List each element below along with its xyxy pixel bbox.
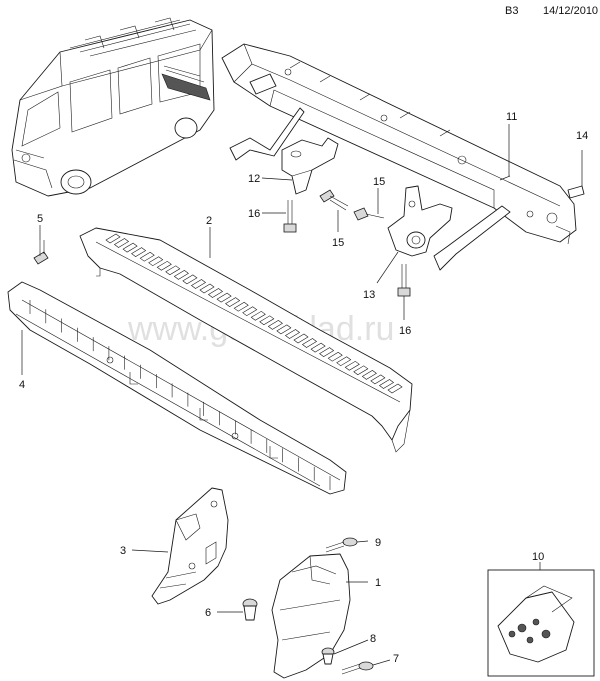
step-rib: [327, 351, 343, 362]
callout-7: 7: [393, 653, 399, 665]
step-rib: [250, 310, 266, 321]
step-rib: [284, 329, 301, 339]
step-rib: [310, 342, 326, 353]
part-5-screw: [33, 240, 49, 265]
step-rib: [259, 315, 275, 326]
callout-5: 5: [37, 213, 43, 225]
step-rib: [370, 374, 386, 385]
step-rib: [122, 242, 138, 253]
callout-labels: 11 14 12 15 16 15 13 16 5 2 4 3 9 10 1 6…: [19, 111, 588, 665]
step-rib: [387, 383, 403, 394]
callout-8: 8: [370, 633, 376, 645]
step-rib: [301, 338, 318, 348]
callout-11: 11: [506, 111, 517, 123]
step-rib: [276, 324, 292, 335]
callout-1: 1: [375, 577, 381, 589]
part-10-kit-frame: [487, 569, 595, 677]
step-rib: [336, 356, 352, 367]
step-rib: [182, 274, 198, 285]
part-12-bracket: [281, 137, 339, 195]
step-rib: [378, 379, 395, 389]
bolt-15-upper: [319, 189, 349, 211]
step-rib: [361, 370, 377, 380]
step-rib: [207, 288, 224, 298]
part-8-clip: [321, 647, 335, 665]
part-7-screw: [341, 661, 374, 675]
callout-12: 12: [248, 173, 260, 185]
bolt-16-upper: [283, 200, 297, 233]
callout-13: 13: [363, 289, 375, 301]
part-1-corner-right: [271, 553, 351, 679]
step-rib: [344, 360, 360, 371]
callout-10: 10: [532, 551, 544, 563]
part-3-corner-left: [151, 487, 229, 605]
part-13-bracket: [387, 185, 453, 257]
callout-16-upper: 16: [248, 208, 260, 220]
step-rib: [293, 333, 309, 344]
page-code: B3: [505, 5, 519, 17]
part-4-bumper-frame: [7, 281, 347, 495]
step-rib: [156, 260, 172, 271]
step-rib: [267, 320, 283, 330]
callout-4: 4: [19, 379, 25, 391]
step-rib: [225, 297, 241, 307]
part-9-screw: [325, 537, 358, 553]
leader-lines: [21, 124, 541, 666]
step-rib: [242, 306, 258, 317]
bolt-15-lower: [353, 207, 385, 221]
callout-9: 9: [375, 537, 381, 549]
part-6-clip: [242, 598, 258, 621]
step-rib: [139, 251, 155, 262]
step-rib: [199, 283, 215, 294]
callout-15-lower: 15: [332, 237, 344, 249]
callout-15-upper: 15: [373, 176, 385, 188]
step-rib: [165, 265, 181, 276]
callout-6: 6: [205, 607, 211, 619]
callout-3: 3: [120, 545, 126, 557]
step-rib: [113, 238, 130, 248]
step-rib: [353, 365, 369, 376]
step-rib: [105, 233, 121, 244]
step-rib: [190, 279, 207, 289]
step-rib: [216, 292, 232, 303]
bolt-16-lower: [397, 264, 411, 297]
part-2-step-plate: [79, 227, 413, 453]
part-11-cross-member: [221, 43, 577, 271]
callout-14: 14: [576, 130, 588, 142]
bolt-14: [567, 150, 585, 199]
callout-16-lower: 16: [399, 325, 411, 337]
van-illustration: [11, 17, 215, 197]
bumper-frame-cells: [29, 300, 331, 490]
step-rib: [131, 247, 147, 257]
callout-2: 2: [206, 215, 212, 227]
page-date: 14/12/2010: [543, 5, 599, 17]
step-rib: [148, 256, 164, 267]
step-plate-ribs: [105, 233, 403, 394]
step-rib: [173, 270, 189, 280]
step-rib: [233, 301, 249, 312]
step-rib: [319, 347, 335, 357]
